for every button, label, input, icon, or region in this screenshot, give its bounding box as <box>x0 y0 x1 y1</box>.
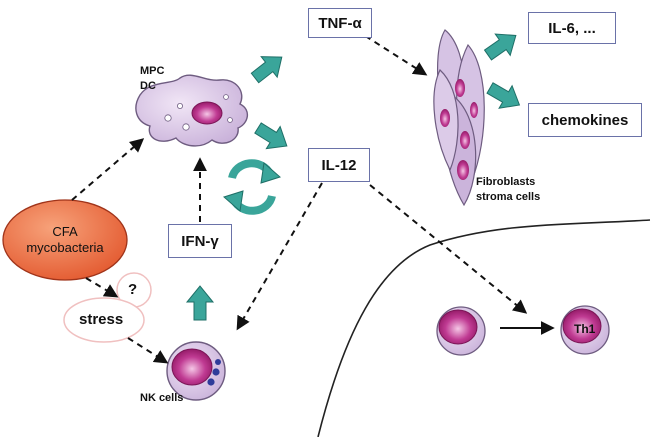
th1-cell <box>560 305 610 355</box>
ifn-gamma-box: IFN-γ <box>168 224 232 258</box>
il6-box: IL-6, ... <box>528 12 616 44</box>
fibroblasts-label-line1: Fibroblasts <box>476 176 536 188</box>
stress-label: stress <box>79 311 124 328</box>
fibro-to-il6-arrow <box>483 33 517 61</box>
mpc-to-il12-arrow <box>254 122 288 150</box>
fibroblasts-label-line2: stroma cells <box>476 191 541 203</box>
cycle-icon <box>223 159 281 215</box>
cfa-to-mpc-arrow <box>71 138 145 201</box>
fibro-to-chemokines-arrow <box>486 82 521 109</box>
stress-bubble <box>63 297 145 343</box>
cfa-label: CFA mycobacteria <box>2 200 128 280</box>
stress-to-nk-arrow <box>127 337 169 364</box>
fibroblast-cells <box>433 29 485 207</box>
teal-arrows <box>185 33 521 321</box>
question-label: ? <box>128 281 138 298</box>
cfa-label-line2: mycobacteria <box>26 240 104 255</box>
il12-box: IL-12 <box>308 148 370 182</box>
boundary-curve <box>317 219 651 437</box>
nk-cell <box>166 341 226 401</box>
cfa-label-line1: CFA <box>52 223 78 239</box>
nk-cells-label: NK cells <box>140 392 184 404</box>
il12-to-nk-arrow <box>236 182 323 331</box>
tnf-alpha-box: TNF-α <box>308 8 372 38</box>
cfa-ellipse <box>2 199 128 281</box>
mpc-to-tnf-arrow <box>250 56 283 84</box>
mpc-dc-cell <box>135 74 248 147</box>
mpc-label: MPC <box>140 65 165 77</box>
th1-label: Th1 <box>574 322 596 336</box>
chemokines-box: chemokines <box>528 103 642 137</box>
nk-to-ifn-arrow <box>185 285 215 321</box>
cfa-to-question-arrow <box>85 277 119 298</box>
il12-to-th1-arrow <box>369 184 528 314</box>
dc-label: DC <box>140 80 156 92</box>
precursor-t-cell <box>436 306 486 356</box>
